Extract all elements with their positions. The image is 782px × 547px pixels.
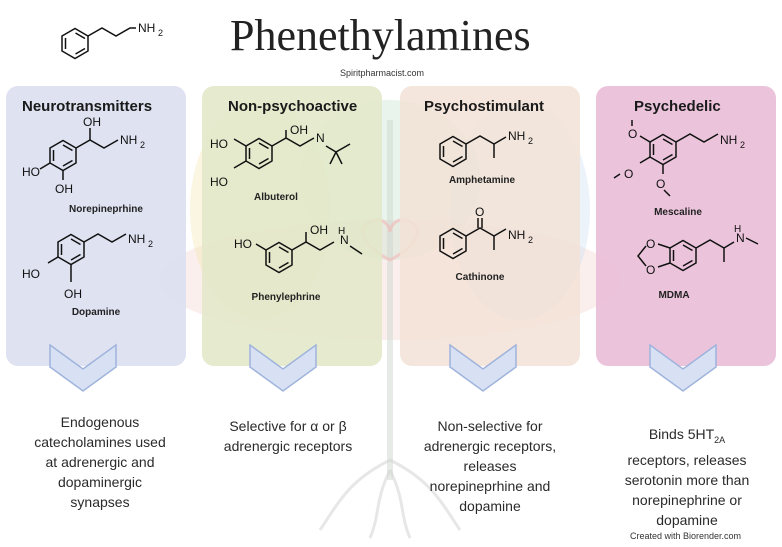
cathinone-structure: O NH 2 [439, 205, 533, 260]
panel-psychostimulant [400, 86, 580, 366]
svg-text:2: 2 [740, 140, 745, 150]
svg-text:2: 2 [528, 136, 533, 146]
chevron-down-icon [49, 343, 117, 392]
svg-text:N: N [340, 233, 349, 247]
svg-text:HO: HO [22, 165, 40, 179]
phenylephrine-structure: OH N H HO [234, 223, 363, 274]
albuterol-structure: OH N HO HO [210, 123, 351, 189]
description-neurotransmitters: Endogenous catecholamines used at adrene… [34, 414, 166, 510]
svg-text:O: O [656, 177, 665, 191]
mdma-structure: O O N H [637, 224, 759, 277]
chevron-down-icon [649, 343, 717, 392]
svg-text:NH: NH [120, 133, 137, 147]
svg-text:2: 2 [140, 140, 145, 150]
svg-text:HO: HO [210, 137, 228, 151]
svg-text:O: O [628, 127, 637, 141]
panel-title-neurotransmitters: Neurotransmitters [22, 98, 153, 115]
mescaline-structure: NH 2 O O O [613, 120, 745, 197]
svg-text:H: H [338, 226, 345, 237]
svg-text:NH: NH [508, 129, 525, 143]
svg-text:NH: NH [508, 228, 525, 242]
atom-nh: NH [138, 21, 155, 35]
svg-text:OH: OH [55, 182, 73, 196]
phenethylamine-structure: NH 2 [61, 21, 163, 60]
svg-text:OH: OH [310, 223, 328, 237]
svg-text:HO: HO [234, 237, 252, 251]
atom-subscript: 2 [158, 28, 163, 38]
panel-neurotransmitters [6, 86, 186, 366]
svg-text:O: O [646, 237, 655, 251]
panel-psychedelic [596, 86, 776, 366]
svg-text:H: H [734, 224, 741, 235]
svg-text:OH: OH [64, 287, 82, 301]
label-phenylephrine: Phenylephrine [251, 292, 321, 303]
label-dopamine: Dopamine [71, 307, 121, 318]
svg-text:O: O [475, 205, 484, 219]
svg-text:OH: OH [290, 123, 308, 137]
svg-text:O: O [646, 263, 655, 277]
panel-non-psychoactive [202, 86, 382, 366]
label-cathinone: Cathinone [455, 272, 505, 283]
svg-text:N: N [736, 231, 745, 245]
source-link[interactable]: Spiritpharmacist.com [340, 68, 425, 78]
norepinephrine-structure: OH NH 2 HO OH [22, 115, 145, 196]
svg-text:HO: HO [210, 175, 228, 189]
chevron-down-icon [449, 343, 517, 392]
svg-text:OH: OH [83, 115, 101, 129]
label-albuterol: Albuterol [254, 192, 298, 203]
svg-text:2: 2 [148, 239, 153, 249]
description-psychedelic: Binds 5HT2A receptors, releases serotoni… [624, 426, 750, 528]
description-non-psychoactive: Selective for α or β adrenergic receptor… [223, 418, 353, 454]
svg-text:HO: HO [22, 267, 40, 281]
panel-title-psychedelic: Psychedelic [634, 98, 721, 115]
credit-text: Created with Biorender.com [630, 531, 742, 541]
label-mdma: MDMA [658, 290, 690, 301]
chevron-down-icon [249, 343, 317, 392]
svg-text:2: 2 [528, 235, 533, 245]
description-psychostimulant: Non-selective for adrenergic receptors, … [423, 418, 557, 514]
amphetamine-structure: NH 2 [439, 129, 533, 168]
panel-title-non-psychoactive: Non-psychoactive [228, 98, 358, 115]
page-title: Phenethylamines [230, 11, 531, 60]
svg-text:O: O [624, 167, 633, 181]
label-amphetamine: Amphetamine [448, 175, 516, 186]
svg-text:N: N [316, 131, 325, 145]
svg-text:NH: NH [720, 133, 737, 147]
label-mescaline: Mescaline [654, 207, 702, 218]
svg-text:NH: NH [128, 232, 145, 246]
dopamine-structure: NH 2 HO OH [22, 232, 153, 301]
panel-title-psychostimulant: Psychostimulant [424, 98, 545, 115]
label-norepinephrine: Norepineprhine [69, 204, 143, 215]
